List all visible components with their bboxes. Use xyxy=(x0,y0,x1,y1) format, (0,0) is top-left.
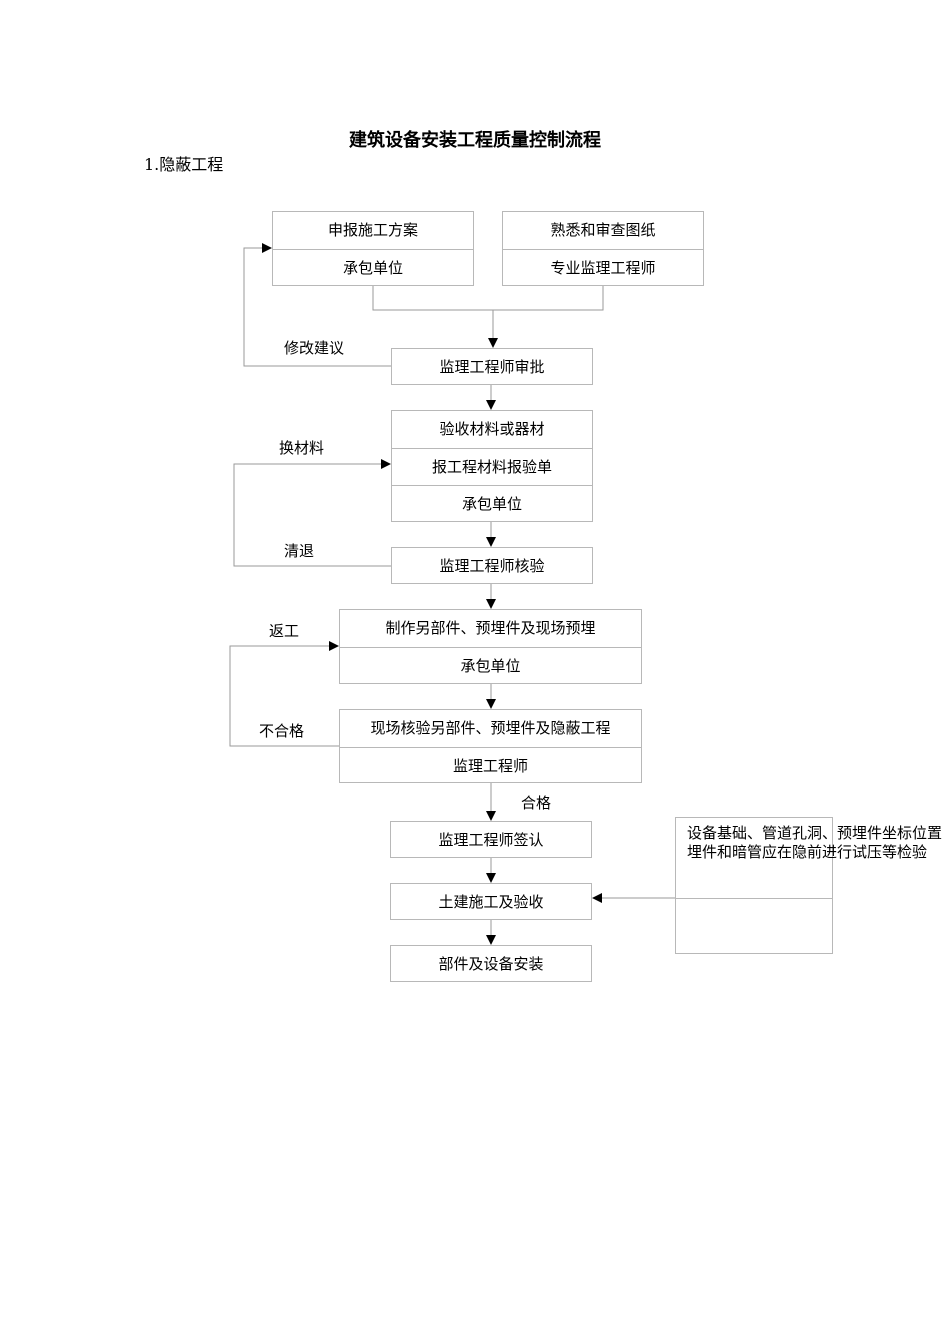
note-divider xyxy=(676,898,832,899)
page-title: 建筑设备安装工程质量控制流程 xyxy=(349,130,601,151)
engineer-verify-box: 监理工程师核验 xyxy=(391,547,593,584)
section-heading: 1.隐蔽工程 xyxy=(144,155,224,174)
review-drawings-box: 熟悉和审查图纸 专业监理工程师 xyxy=(502,211,704,286)
inspect-material-text: 验收材料或器材 xyxy=(439,420,545,438)
civil-works-text: 土建施工及验收 xyxy=(438,893,544,911)
engineer-approval-text: 监理工程师审批 xyxy=(439,358,545,376)
submit-plan-text: 申报施工方案 xyxy=(327,221,418,239)
material-report-text: 报工程材料报验单 xyxy=(392,448,592,486)
note-line-2: 埋件和暗管应在隐前进行试压等检验 xyxy=(687,843,928,861)
note-text: 设备基础、管道孔洞、预埋件坐标位置 埋件和暗管应在隐前进行试压等检验 xyxy=(687,824,950,862)
equipment-install-text: 部件及设备安装 xyxy=(438,955,544,973)
fabricate-parts-box: 制作另部件、预埋件及现场预埋 承包单位 xyxy=(339,609,642,684)
fail-label: 不合格 xyxy=(259,722,305,740)
modify-suggestion-label: 修改建议 xyxy=(284,339,345,357)
engineer-signoff-box: 监理工程师签认 xyxy=(390,821,592,858)
equipment-install-box: 部件及设备安装 xyxy=(390,945,592,982)
onsite-check-text: 现场核验另部件、预埋件及隐蔽工程 xyxy=(370,719,611,737)
engineer-approval-box: 监理工程师审批 xyxy=(391,348,593,385)
fabricate-parts-text: 制作另部件、预埋件及现场预埋 xyxy=(385,619,596,637)
return-label: 清退 xyxy=(284,542,315,560)
change-material-label: 换材料 xyxy=(279,439,325,457)
contractor-text: 承包单位 xyxy=(273,249,473,287)
engineer-verify-text: 监理工程师核验 xyxy=(439,557,545,575)
submit-plan-box: 申报施工方案 承包单位 xyxy=(272,211,474,286)
engineer-signoff-text: 监理工程师签认 xyxy=(438,831,544,849)
rework-label: 返工 xyxy=(269,622,300,640)
material-inspection-box: 验收材料或器材 报工程材料报验单 承包单位 xyxy=(391,410,593,522)
supervising-engineer-text: 监理工程师 xyxy=(340,747,641,785)
civil-works-box: 土建施工及验收 xyxy=(390,883,592,920)
review-drawings-text: 熟悉和审查图纸 xyxy=(550,221,656,239)
pass-label: 合格 xyxy=(521,794,552,812)
note-line-1: 设备基础、管道孔洞、预埋件坐标位置 xyxy=(687,824,943,842)
pre-concealment-note-box: 设备基础、管道孔洞、预埋件坐标位置 埋件和暗管应在隐前进行试压等检验 xyxy=(675,817,942,954)
specialist-engineer-text: 专业监理工程师 xyxy=(503,249,703,287)
contractor-text: 承包单位 xyxy=(392,485,592,523)
onsite-check-box: 现场核验另部件、预埋件及隐蔽工程 监理工程师 xyxy=(339,709,642,783)
contractor-text: 承包单位 xyxy=(340,647,641,685)
